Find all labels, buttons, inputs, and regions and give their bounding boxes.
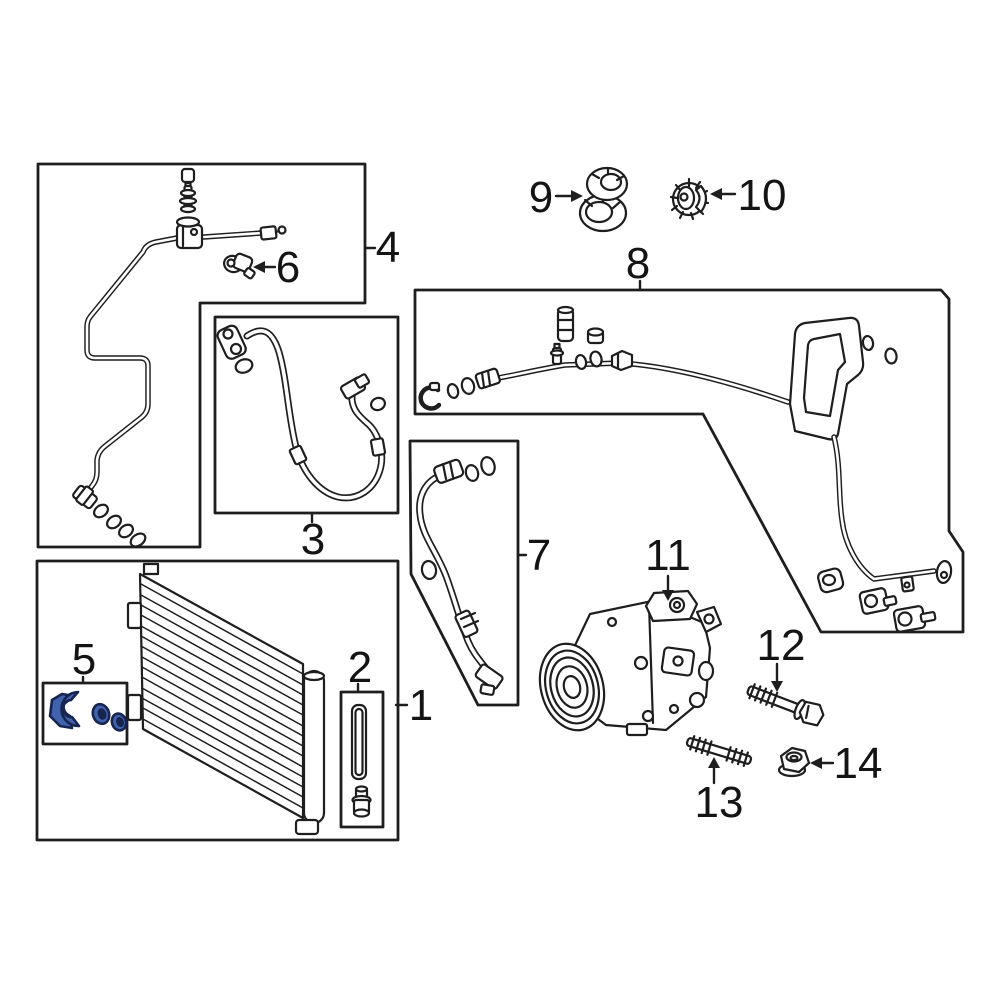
callout-2: 2 — [348, 643, 372, 692]
pipe-assembly-box-8 — [413, 288, 965, 634]
flange-nut-14 — [777, 746, 811, 778]
pipe-bracket-b — [892, 605, 937, 633]
stud-bolt-13 — [685, 735, 753, 767]
arrowhead-13 — [708, 757, 720, 768]
compressor-11 — [538, 589, 723, 737]
seal-kit-box-5 — [41, 681, 129, 746]
tube-clamp-block — [175, 223, 204, 250]
callouts: 1 2 3 4 5 6 7 8 9 10 11 12 13 14 — [72, 171, 883, 827]
discharge-hose-box-7 — [408, 439, 520, 707]
hose-flange-fitting — [216, 324, 247, 360]
desiccant-bag — [350, 703, 368, 781]
o-ring — [480, 456, 496, 476]
hose-end-fitting — [474, 663, 504, 696]
callout-11: 11 — [645, 531, 691, 580]
pipe-tab — [900, 575, 915, 593]
bolt-threads — [748, 683, 779, 708]
compressor-mount-lug — [695, 605, 723, 634]
seal-clamp — [60, 690, 81, 728]
seal-kit-parts — [48, 690, 128, 732]
suction-hose-box-3 — [213, 315, 400, 515]
compressor-mount-lug — [644, 589, 699, 623]
clutch-damper-9 — [578, 166, 629, 233]
mount-bolt-12 — [746, 683, 825, 727]
o-ring — [175, 216, 201, 228]
o-ring — [370, 396, 386, 412]
condenser-box-1 — [35, 559, 400, 842]
callout-5: 5 — [72, 635, 96, 684]
callout-7: 7 — [527, 531, 551, 580]
arrowhead-6 — [253, 261, 265, 273]
pipe-clip-tab — [428, 381, 441, 392]
arrowhead-10 — [710, 188, 722, 200]
condenser-bracket — [126, 601, 143, 630]
compressor-pulley — [538, 642, 606, 732]
o-ring — [420, 559, 438, 581]
tube-bottom-fitting — [72, 484, 98, 510]
hose-fitting — [433, 458, 465, 484]
hose-end-fitting — [339, 373, 371, 400]
o-ring — [574, 353, 588, 371]
drier-plug — [351, 785, 372, 818]
clutch-hub-10 — [669, 177, 710, 221]
service-valve-cap — [175, 167, 201, 228]
pressure-switch-6 — [223, 252, 256, 280]
callout-4: 4 — [376, 223, 400, 272]
condenser-fins — [140, 583, 304, 809]
arrowhead-14 — [810, 757, 822, 769]
pipe-joint-clip — [610, 349, 634, 372]
o-ring — [464, 464, 480, 482]
o-ring — [446, 383, 460, 399]
callout-1: 1 — [409, 681, 433, 730]
service-valve-parts — [549, 305, 605, 366]
condenser-bracket — [126, 693, 143, 722]
o-ring — [460, 377, 476, 395]
o-ring-set — [92, 503, 147, 548]
callout-14: 14 — [834, 739, 883, 788]
pipe-loop-section — [788, 316, 865, 441]
callout-9: 9 — [529, 173, 553, 222]
hose-ferrule — [454, 609, 480, 638]
pipe-grommet — [817, 567, 845, 594]
hose-clamp — [369, 437, 387, 457]
o-ring — [589, 350, 603, 368]
condenser-core — [126, 562, 326, 836]
o-ring — [884, 347, 898, 365]
arrowhead-11 — [662, 590, 674, 601]
callout-8: 8 — [626, 239, 650, 288]
tube-end-fitting — [259, 225, 287, 241]
pipe-end-fitting — [474, 367, 501, 390]
arrowhead-9 — [571, 190, 583, 202]
o-ring — [234, 358, 254, 374]
callout-13: 13 — [695, 778, 744, 827]
grommet-holes — [97, 708, 124, 727]
o-ring — [861, 334, 875, 352]
drier-kit-box-2 — [339, 690, 385, 829]
hose-clamp — [288, 444, 308, 466]
callout-10: 10 — [738, 171, 787, 220]
callout-6: 6 — [276, 243, 300, 292]
liquid-line-box-4 — [36, 162, 367, 549]
stud-threads — [689, 735, 749, 767]
compressor-boss — [668, 660, 715, 715]
callout-12: 12 — [757, 621, 806, 670]
pipe-bracket-a — [858, 587, 898, 615]
arrowhead-12 — [771, 681, 783, 692]
pipe-end-flange — [935, 559, 953, 585]
callout-3: 3 — [301, 515, 325, 564]
receiver-drier-tank — [294, 669, 326, 836]
